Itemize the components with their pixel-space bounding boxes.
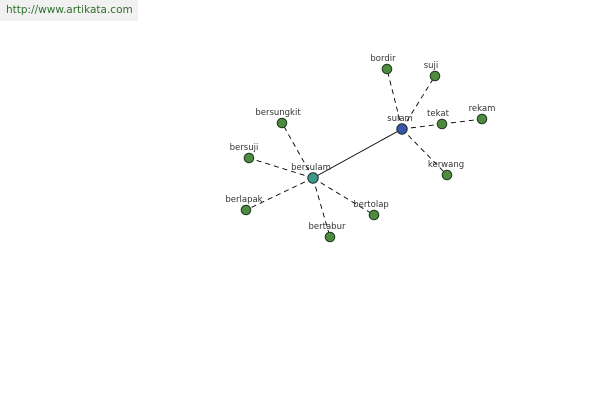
edge-bersulam-berlapak bbox=[245, 177, 314, 211]
edge-bersulam-bertolap bbox=[312, 177, 375, 216]
node-label-sulam: sulam bbox=[387, 114, 413, 124]
node-label-bertolap: bertolap bbox=[353, 200, 389, 210]
node-dot-bersungkit[interactable] bbox=[276, 117, 288, 129]
node-bersulam[interactable]: bersulam bbox=[291, 163, 331, 184]
node-bertabur[interactable]: bertabur bbox=[309, 222, 346, 243]
node-label-kerwang: kerwang bbox=[428, 160, 464, 170]
node-label-bersulam: bersulam bbox=[291, 163, 331, 173]
edge-sulam-suji bbox=[401, 75, 436, 130]
node-dot-kerwang[interactable] bbox=[441, 169, 453, 181]
node-dot-rekam[interactable] bbox=[476, 113, 488, 125]
edge-bersulam-bertabur bbox=[312, 177, 331, 238]
node-label-bersuji: bersuji bbox=[230, 143, 259, 153]
node-dot-bersulam[interactable] bbox=[307, 172, 319, 184]
node-bordir[interactable]: bordir bbox=[370, 54, 396, 75]
node-dot-bertolap[interactable] bbox=[368, 209, 380, 221]
edge-sulam-kerwang bbox=[401, 128, 448, 176]
node-kerwang[interactable]: kerwang bbox=[428, 160, 464, 181]
node-rekam[interactable]: rekam bbox=[469, 104, 496, 125]
node-bersungkit[interactable]: bersungkit bbox=[255, 108, 301, 129]
node-label-suji: suji bbox=[424, 61, 439, 71]
node-label-bersungkit: bersungkit bbox=[255, 108, 301, 118]
node-dot-tekat[interactable] bbox=[436, 118, 448, 130]
edge-sulam-bersulam bbox=[312, 128, 403, 179]
edge-bersulam-bersungkit bbox=[281, 122, 314, 179]
node-sulam[interactable]: sulam bbox=[387, 114, 413, 135]
source-url-link[interactable]: http://www.artikata.com bbox=[0, 0, 138, 21]
edge-bersulam-bersuji bbox=[248, 157, 314, 179]
edge-tekat-rekam bbox=[441, 118, 483, 125]
node-dot-bordir[interactable] bbox=[381, 63, 393, 75]
node-bersuji[interactable]: bersuji bbox=[230, 143, 259, 164]
node-label-bertabur: bertabur bbox=[309, 222, 346, 232]
nodes-layer: sulam bersulam bordir suji tekat rekam kerwang… bbox=[225, 54, 496, 243]
node-suji[interactable]: suji bbox=[424, 61, 441, 82]
node-dot-sulam[interactable] bbox=[396, 123, 408, 135]
node-label-tekat: tekat bbox=[427, 109, 450, 119]
node-dot-suji[interactable] bbox=[429, 70, 441, 82]
node-label-bordir: bordir bbox=[370, 54, 396, 64]
edge-sulam-tekat bbox=[401, 123, 443, 130]
edge-sulam-bordir bbox=[386, 68, 403, 130]
node-dot-bersuji[interactable] bbox=[243, 152, 255, 164]
node-dot-bertabur[interactable] bbox=[324, 231, 336, 243]
node-label-berlapak: berlapak bbox=[225, 195, 262, 205]
node-bertolap[interactable]: bertolap bbox=[353, 200, 389, 221]
node-tekat[interactable]: tekat bbox=[427, 109, 450, 130]
node-label-rekam: rekam bbox=[469, 104, 496, 114]
node-dot-berlapak[interactable] bbox=[240, 204, 252, 216]
node-berlapak[interactable]: berlapak bbox=[225, 195, 263, 216]
edges-layer bbox=[245, 68, 483, 238]
